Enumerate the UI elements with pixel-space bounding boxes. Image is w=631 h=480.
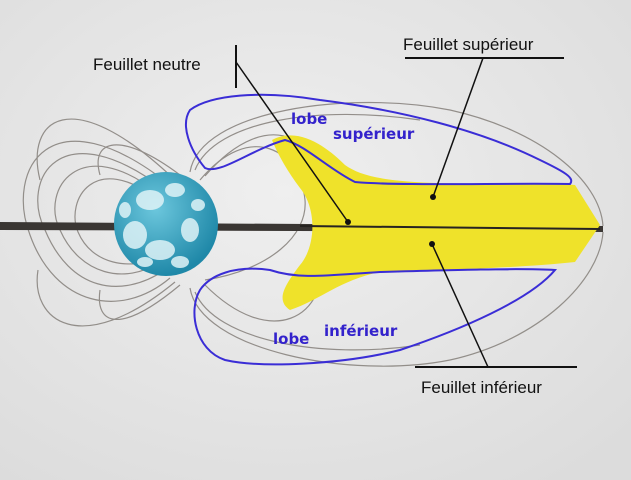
upper-lobe-outline [185, 93, 573, 186]
upper-sheet-pointer [432, 57, 484, 198]
neutral-sheet-pointer-dot [345, 219, 351, 225]
lower-lobe-label-word2: inférieur [324, 322, 398, 340]
magnetotail-plasma-sheet [272, 135, 600, 310]
neutral-sheet-pointer [235, 61, 349, 223]
lower-lobe-label-word1: lobe [273, 330, 309, 348]
lower-lobe-outline [193, 267, 558, 366]
upper-sheet-label: Feuillet supérieur [403, 35, 534, 54]
upper-lobe-label-word2: supérieur [333, 125, 415, 143]
lower-sheet-pointer-dot [429, 241, 435, 247]
upper-sheet-pointer-dot [430, 194, 436, 200]
neutral-sheet-line [299, 225, 601, 230]
earth-globe [114, 172, 218, 276]
lower-sheet-pointer [431, 243, 489, 368]
neutral-sheet-label: Feuillet neutre [93, 55, 201, 74]
lower-sheet-label: Feuillet inférieur [421, 378, 542, 397]
upper-lobe-label-word1: lobe [291, 110, 327, 128]
